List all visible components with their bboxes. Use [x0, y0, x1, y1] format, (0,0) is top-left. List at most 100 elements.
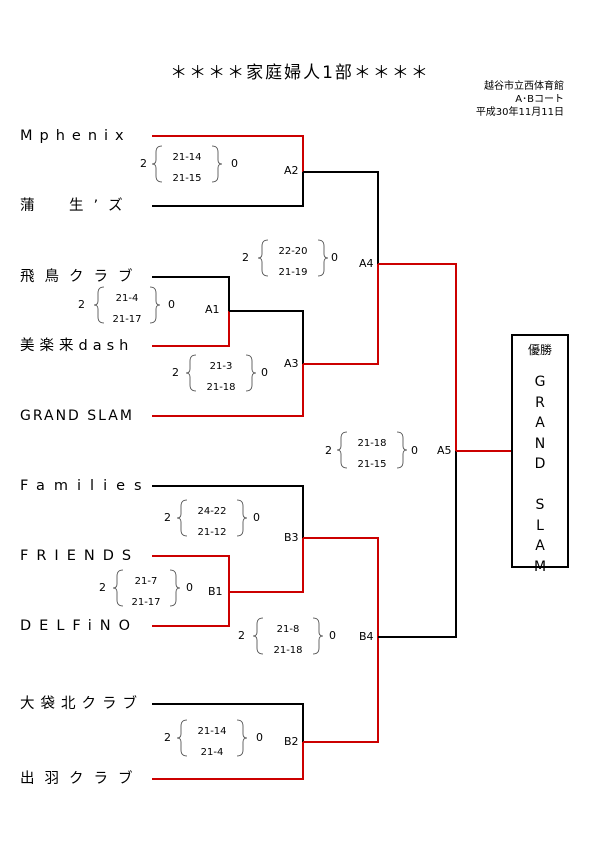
- line-delfino: [152, 592, 230, 627]
- line-ofukuro: [152, 703, 304, 742]
- champion-box: 優勝 G R A N D S L A M: [511, 334, 569, 575]
- a5-wins-left: 2: [325, 444, 332, 457]
- champion-letter: N: [534, 435, 546, 452]
- venue-date: 平成30年11月11日: [475, 107, 564, 118]
- a4-score: 22-20 21-19: [263, 240, 323, 288]
- a1-wins-left: 2: [78, 298, 85, 311]
- champion-letter: [513, 475, 567, 496]
- brace-a4-left: [257, 239, 269, 277]
- b3-wins-right: 0: [253, 511, 260, 524]
- b2-score: 21-14 21-4: [182, 720, 242, 768]
- a2-set1: 21-14: [172, 152, 202, 163]
- node-b4: B4: [359, 630, 374, 643]
- b1-wins-left: 2: [99, 581, 106, 594]
- line-friends: [152, 555, 230, 592]
- a2-score: 21-14 21-15: [157, 146, 217, 194]
- champion-name: G R A N D S L A M: [513, 372, 567, 577]
- brace-a4-right: [317, 239, 329, 277]
- page-title: ＊＊＊＊家庭婦人1部＊＊＊＊: [170, 63, 430, 83]
- a4-wins-left: 2: [242, 251, 249, 264]
- team-gamouz: 蒲 生’ズ: [20, 198, 133, 214]
- a4-wins-right: 0: [331, 251, 338, 264]
- team-asuka: 飛鳥クラブ: [20, 269, 143, 285]
- a2-wins-right: 0: [231, 157, 238, 170]
- a4-set2: 21-19: [278, 267, 308, 278]
- line-b3-out: [303, 537, 379, 637]
- champion-letter: M: [533, 558, 547, 575]
- b2-set2: 21-4: [200, 747, 224, 758]
- a3-set1: 21-3: [209, 361, 233, 372]
- brace-a5-right: [396, 431, 408, 469]
- brace-a3-right: [245, 354, 257, 392]
- b4-wins-left: 2: [238, 629, 245, 642]
- line-a1-out: [229, 310, 304, 364]
- champion-letter: R: [535, 394, 545, 411]
- champion-letter: L: [536, 517, 544, 534]
- brace-a3-left: [185, 354, 197, 392]
- b4-score: 21-8 21-18: [258, 618, 318, 666]
- brace-b3-left: [176, 499, 188, 537]
- team-ofukuro: 大袋北クラブ: [20, 696, 143, 712]
- a4-set1: 22-20: [278, 246, 308, 257]
- line-a4-out: [378, 263, 457, 451]
- team-mirakuru: 美楽来dash: [20, 338, 134, 354]
- b3-score: 24-22 21-12: [182, 500, 242, 548]
- b3-set1: 24-22: [197, 506, 227, 517]
- line-b4-out: [378, 451, 457, 638]
- venue-court: A･Bコート: [515, 94, 564, 105]
- line-mirakuru: [152, 311, 230, 347]
- line-dewa: [152, 742, 304, 780]
- node-a5: A5: [437, 444, 452, 457]
- brace-a2-left: [151, 145, 163, 183]
- champion-letter: S: [535, 497, 545, 513]
- node-b1: B1: [208, 585, 223, 598]
- a1-set2: 21-17: [112, 314, 142, 325]
- b4-wins-right: 0: [329, 629, 336, 642]
- node-a4: A4: [359, 257, 374, 270]
- line-b2-out: [303, 637, 379, 743]
- a2-wins-left: 2: [140, 157, 147, 170]
- team-families: Families: [20, 478, 151, 494]
- brace-a1-left: [93, 286, 105, 324]
- line-a2-out: [303, 171, 379, 264]
- line-b1-out: [229, 538, 304, 593]
- brace-a2-right: [211, 145, 223, 183]
- b3-wins-left: 2: [164, 511, 171, 524]
- venue-name: 越谷市立西体育館: [484, 81, 564, 92]
- a3-set2: 21-18: [206, 382, 236, 393]
- team-friends: FRIENDS: [20, 548, 140, 564]
- b1-set1: 21-7: [134, 576, 158, 587]
- team-grandslam: GRAND SLAM: [20, 408, 134, 424]
- b4-set1: 21-8: [276, 624, 300, 635]
- team-dewa: 出羽クラブ: [20, 771, 143, 787]
- node-a1: A1: [205, 303, 220, 316]
- node-a2: A2: [284, 164, 299, 177]
- line-families: [152, 485, 304, 538]
- brace-b3-right: [236, 499, 248, 537]
- node-b3: B3: [284, 531, 299, 544]
- a3-wins-left: 2: [172, 366, 179, 379]
- brace-b2-right: [236, 719, 248, 757]
- champion-label: 優勝: [527, 343, 552, 357]
- b2-wins-left: 2: [164, 731, 171, 744]
- b3-set2: 21-12: [197, 527, 227, 538]
- line-a3-out: [303, 264, 379, 365]
- brace-b1-left: [112, 569, 124, 607]
- brace-b4-right: [312, 617, 324, 655]
- a5-score: 21-18 21-15: [342, 432, 402, 480]
- brace-a1-right: [149, 286, 161, 324]
- a3-score: 21-3 21-18: [191, 355, 251, 403]
- node-b2: B2: [284, 735, 299, 748]
- brace-a5-left: [336, 431, 348, 469]
- brace-b1-right: [169, 569, 181, 607]
- b1-set2: 21-17: [131, 597, 161, 608]
- a1-score: 21-4 21-17: [97, 287, 157, 335]
- line-gamouz: [152, 172, 304, 207]
- brace-b4-left: [252, 617, 264, 655]
- line-asuka: [152, 276, 230, 311]
- b1-score: 21-7 21-17: [116, 570, 176, 618]
- node-a3: A3: [284, 357, 299, 370]
- a1-set1: 21-4: [115, 293, 139, 304]
- line-mphenix: [152, 135, 304, 172]
